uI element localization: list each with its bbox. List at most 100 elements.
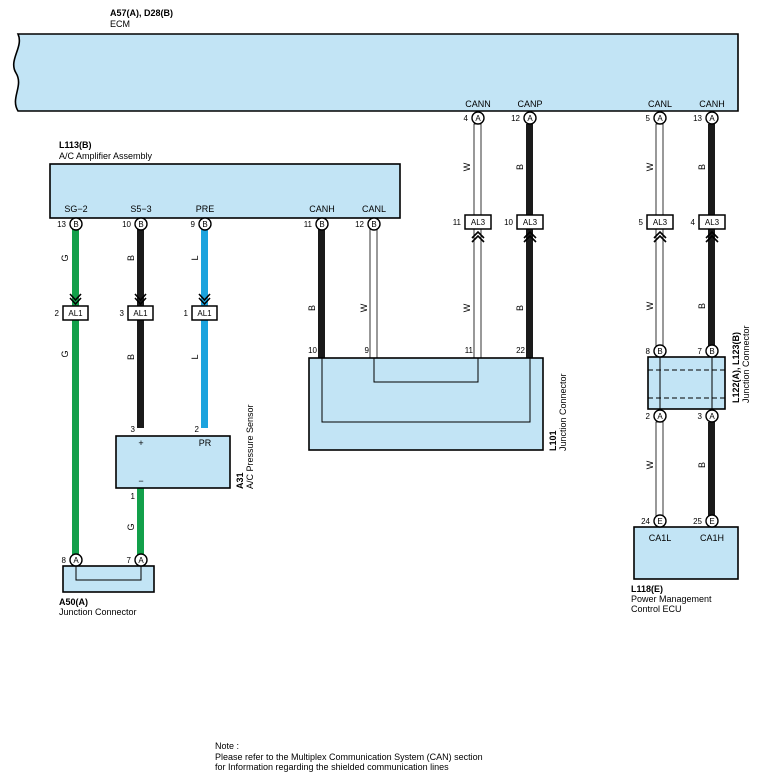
ecm-pin-label-cann: CANN (465, 99, 491, 109)
l101-bus-outer (321, 358, 531, 423)
chevron-down-icon (134, 293, 147, 306)
svg-text:5: 5 (639, 218, 644, 227)
svg-text:A: A (709, 412, 715, 421)
wire-color-labels: G G B B L L G B W W W B B W W B B W B (60, 162, 707, 530)
svg-text:2: 2 (55, 309, 60, 318)
svg-text:24: 24 (641, 517, 650, 526)
junction-connector-a50: A 8 A 7 A50(A) Junction Connector (59, 553, 155, 617)
note-line1: Please refer to the Multiplex Communicat… (215, 752, 483, 762)
svg-text:7: 7 (127, 556, 132, 565)
wire-color-g-2: G (60, 350, 70, 357)
chevron-up-icon (471, 230, 485, 243)
a50-code: A50(A) (59, 597, 88, 607)
a50-terminal-8 (69, 553, 83, 567)
l101-name: Junction Connector (558, 373, 568, 451)
amp-terminals: B 13 B 10 B 9 B 11 B 12 (57, 217, 381, 231)
pmecu-terminal-24 (653, 514, 667, 528)
svg-text:PR: PR (199, 438, 212, 448)
svg-text:A: A (709, 114, 715, 123)
ecm-pin-label-canl: CANL (648, 99, 672, 109)
ac-pressure-sensor: + PR − 3 2 1 A31 A/C Pressure Sensor (115, 404, 255, 501)
chevron-up-icon (705, 230, 719, 243)
svg-text:12: 12 (355, 220, 364, 229)
svg-text:13: 13 (693, 114, 702, 123)
wire-color-b-6: B (697, 164, 707, 170)
svg-text:AL3: AL3 (705, 218, 720, 227)
al3-connector-5 (646, 214, 674, 230)
svg-text:B: B (138, 220, 143, 229)
l122-terminal-8 (653, 344, 667, 358)
chevron-down-icon (69, 293, 82, 306)
al1-connector-3 (127, 305, 154, 321)
svg-text:B: B (657, 347, 662, 356)
svg-text:−: − (138, 476, 143, 486)
wire-black-s53 (137, 228, 144, 428)
amp-terminal-10 (134, 217, 148, 231)
l122-code: L122(A), L123(B) (731, 332, 741, 403)
wire-black-canp (526, 124, 533, 358)
wire-white-cann (473, 123, 482, 359)
svg-text:13: 13 (57, 220, 66, 229)
footer-note: Note : Please refer to the Multiplex Com… (215, 741, 483, 772)
l122-terminal-2 (653, 409, 667, 423)
svg-text:10: 10 (122, 220, 131, 229)
a50-box (62, 565, 155, 593)
svg-text:B: B (371, 220, 376, 229)
wire-color-w-5: W (645, 301, 655, 310)
svg-text:4: 4 (691, 218, 696, 227)
svg-text:12: 12 (511, 114, 520, 123)
amp-pin-label-pre: PRE (196, 204, 215, 214)
svg-text:10: 10 (504, 218, 513, 227)
al3-connector-4 (698, 214, 726, 230)
chevron-down-icon (198, 293, 211, 306)
wire-white-amp-canl (369, 227, 378, 359)
svg-text:3: 3 (698, 412, 703, 421)
wire-color-g-1: G (60, 254, 70, 261)
amp-terminal-11 (315, 217, 329, 231)
wire-color-b-7: B (697, 303, 707, 309)
wire-color-b-1: B (126, 255, 136, 261)
a50-bus (75, 566, 142, 581)
amp-pin-label-sg2: SG−2 (64, 204, 87, 214)
wire-black-amp-canh (318, 228, 325, 358)
svg-text:5: 5 (646, 114, 651, 123)
svg-text:+: + (138, 438, 143, 448)
pmecu-box (633, 526, 739, 580)
amp-code: L113(B) (59, 140, 92, 150)
ecm-terminal-4 (471, 111, 485, 125)
sensor-name: A/C Pressure Sensor (245, 404, 255, 489)
ecm-name: ECM (110, 19, 130, 29)
ecm-code: A57(A), D28(B) (110, 8, 173, 18)
ecm-box (12, 33, 739, 112)
pmecu-terminal-25 (705, 514, 719, 528)
wire-color-b-2: B (126, 354, 136, 360)
ecm-terminal-13 (705, 111, 719, 125)
pmecu-code: L118(E) (631, 584, 663, 594)
wire-color-w-4: W (645, 162, 655, 171)
amp-terminal-12 (367, 217, 381, 231)
l122-terminal-3 (705, 409, 719, 423)
wire-color-w-6: W (645, 460, 655, 469)
wire-color-l-1: L (190, 255, 200, 260)
wire-color-w-3: W (462, 303, 472, 312)
wire-color-w-1: W (359, 303, 369, 312)
svg-text:22: 22 (516, 346, 525, 355)
ecm-terminals: A 4 A 12 A 5 A 13 (464, 111, 719, 125)
svg-text:B: B (709, 347, 714, 356)
svg-text:A: A (527, 114, 533, 123)
junction-connector-l122: B 8 B 7 A 2 A 3 L122(A), L123(B) Junctio… (646, 325, 751, 423)
svg-text:A: A (138, 556, 144, 565)
wire-green-ground (137, 488, 144, 557)
svg-text:1: 1 (184, 309, 189, 318)
sensor-code: A31 (235, 472, 245, 489)
chevron-up-icon (653, 230, 667, 243)
l122-name: Junction Connector (741, 325, 751, 403)
wire-black-ca1h (708, 422, 715, 518)
wire-color-l-2: L (190, 354, 200, 359)
svg-text:8: 8 (646, 347, 651, 356)
note-line2: for Information regarding the shielded c… (215, 762, 449, 772)
al3-connectors: AL3 11 AL3 10 AL3 5 AL3 4 (453, 214, 726, 243)
chevron-up-icon (523, 230, 537, 243)
amp-pin-label-canl: CANL (362, 204, 386, 214)
wire-blue-pre (201, 228, 208, 428)
